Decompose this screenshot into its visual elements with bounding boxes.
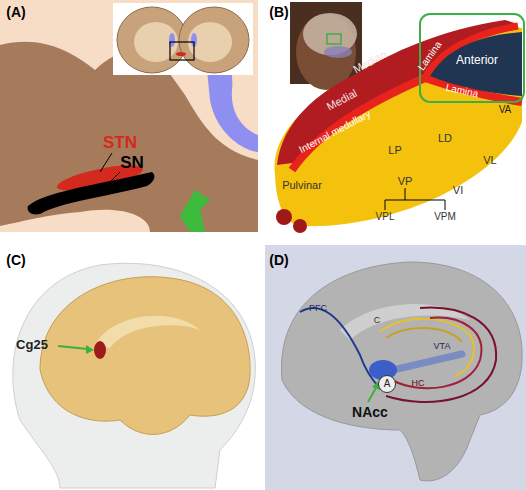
anatomy-label: VA xyxy=(499,105,512,115)
cg25-region xyxy=(94,341,106,359)
panel-background xyxy=(265,245,526,490)
anatomy-label: SN xyxy=(120,154,144,171)
inset-stn xyxy=(176,52,186,56)
head-outline xyxy=(13,263,256,488)
brain-medial xyxy=(281,262,522,481)
anatomy-label: STN xyxy=(103,134,137,151)
anatomy-label: LD xyxy=(438,133,452,144)
head-photo-frame xyxy=(327,34,341,44)
region-label: Anterior xyxy=(456,54,498,66)
anatomy-label: VP xyxy=(398,176,413,187)
anatomy-label: C xyxy=(374,316,381,325)
arrow-head xyxy=(86,345,94,354)
green-structure xyxy=(180,190,210,232)
sn-shape xyxy=(28,172,155,214)
zoom-frame xyxy=(420,14,524,102)
region-node: A xyxy=(378,375,396,393)
anatomy-label: (D) xyxy=(269,253,288,267)
region-node: Anterior xyxy=(440,46,514,74)
anatomy-label: VPM xyxy=(434,212,456,222)
anatomy-label: (C) xyxy=(6,253,25,267)
pointer-arrow xyxy=(58,346,88,349)
inset-zoom-box xyxy=(170,42,194,60)
pathway xyxy=(392,318,481,389)
brain-medial xyxy=(40,277,250,435)
anterior-nucleus xyxy=(430,32,522,96)
tissue-background xyxy=(0,0,258,232)
pulvinar-lobe xyxy=(293,219,307,233)
pointer-arrow xyxy=(368,386,377,402)
pulvinar-lobe xyxy=(276,209,292,225)
leader-line xyxy=(100,153,112,172)
inset-background xyxy=(113,3,253,75)
inset-white-matter xyxy=(188,22,232,62)
panel-d-art xyxy=(265,245,526,490)
anatomy-label: VPL xyxy=(376,212,395,222)
leader-line xyxy=(96,172,120,196)
anatomy-label: (A) xyxy=(6,5,25,19)
panel-a-art xyxy=(0,0,258,232)
anatomy-label: VTA xyxy=(434,342,451,351)
head-photo-structure xyxy=(324,46,352,58)
anatomy-label: Pulvinar xyxy=(282,180,322,191)
pathway xyxy=(386,308,496,402)
anatomy-label: VL xyxy=(483,155,496,166)
anatomy-label: (B) xyxy=(269,5,288,19)
corpus-callosum xyxy=(95,316,200,348)
vp-bracket xyxy=(385,188,445,210)
anatomy-label: Cg25 xyxy=(16,338,48,351)
anatomy-label: PFC xyxy=(309,304,327,313)
inset-hemisphere xyxy=(117,7,187,73)
anatomy-label: LP xyxy=(388,145,401,156)
pathway xyxy=(386,328,462,342)
region-label: A xyxy=(384,379,391,389)
anatomy-label: HC xyxy=(412,379,425,388)
panel-c-art xyxy=(13,263,256,488)
inset-hemisphere xyxy=(179,7,249,73)
pfc-pathway xyxy=(300,308,380,388)
anatomy-label: NAcc xyxy=(352,405,388,419)
anatomy-label: VI xyxy=(453,185,463,196)
panel-b-art xyxy=(274,2,524,233)
lamina-band xyxy=(292,78,522,170)
